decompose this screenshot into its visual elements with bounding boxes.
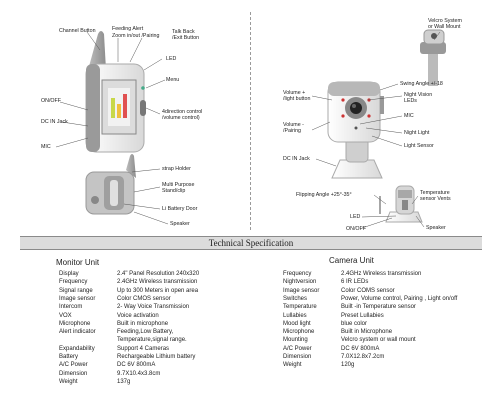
- callout-li-battery-door: Li Battery Door: [162, 206, 198, 212]
- spec-value: 2.4" Panel Resolution 240x320: [117, 271, 200, 277]
- spec-label: Temperature: [283, 304, 317, 311]
- spec-value: Temperature,signal range.: [117, 337, 187, 344]
- spec-value: Color CMOS sensor: [117, 295, 171, 302]
- spec-label: Microphone: [283, 329, 315, 336]
- spec-value: 6 IR LEDs: [341, 279, 369, 286]
- callout-dc-in-jack: DC IN Jack: [41, 119, 68, 125]
- technical-specification-heading: Technical Specification: [20, 236, 482, 250]
- callout-on-off: ON/OFF: [41, 98, 62, 104]
- spec-value: Preset Lullabies: [341, 312, 384, 319]
- spec-value: Feeding,Low Battery,: [117, 329, 174, 336]
- spec-value: Built in microphone: [117, 320, 169, 327]
- spec-label: Frequency: [283, 271, 312, 277]
- spec-label: Signal range: [59, 287, 93, 294]
- callout-night-vision-leds: LEDs: [404, 98, 417, 104]
- callout-light-button: /light button: [283, 96, 311, 102]
- monitor-back-illustration: [85, 154, 136, 215]
- callout-volume-plus: Volume +: [283, 90, 306, 96]
- callout-sensor-vents: sensor Vents: [420, 196, 451, 202]
- camera-unit-title: Camera Unit: [329, 256, 374, 265]
- callout-flipping-angle: Flipping Angle +25°-35°: [296, 192, 352, 198]
- callout-led: LED: [166, 56, 177, 62]
- callout-light-sensor: Light Sensor: [404, 143, 434, 149]
- callout-4direction-control: 4direction control: [162, 109, 203, 115]
- spec-label: Battery: [59, 354, 79, 360]
- spec-value: Up to 300 Meters in open area: [117, 287, 199, 294]
- spec-label: Mood light: [283, 320, 311, 327]
- spec-value: Support 4 Cameras: [117, 345, 170, 352]
- spec-label: Nightversion: [283, 279, 317, 286]
- callout-multi-purpose: Multi Purpose: [162, 182, 195, 188]
- callout-wall-mount: or Wall Mount: [428, 24, 461, 30]
- spec-label: VOX: [59, 312, 72, 319]
- spec-value: Built -in Temperature sensor: [341, 304, 416, 311]
- callout-feeding-alert: Feeding Alert: [112, 26, 144, 32]
- spec-value: 2.4GHz Wireless transmission: [117, 279, 198, 286]
- spec-label: Weight: [283, 362, 302, 369]
- spec-label: A/C Power: [59, 362, 88, 369]
- callout-camera-on-off: ON/OFF: [346, 226, 367, 232]
- callout-channel-button: Channel Button: [59, 28, 96, 34]
- callout-exit-button: /Exit Button: [172, 35, 200, 41]
- spec-label: A/C Power: [283, 345, 312, 352]
- spec-label: Alert indicator: [59, 329, 96, 336]
- spec-value: Built in Microphone: [341, 329, 393, 336]
- spec-label: Microphone: [59, 320, 91, 327]
- spec-value: Velcro system or wall mount: [341, 337, 416, 344]
- callout-swing-angle: Swing Angle +/-18: [400, 81, 443, 87]
- callout-camera-mic: MIC: [404, 113, 414, 119]
- monitor-unit-title: Monitor Unit: [56, 258, 100, 267]
- spec-label: Mounting: [283, 337, 308, 344]
- spec-label: Expandability: [59, 345, 95, 352]
- spec-value: Color COMS sensor: [341, 287, 395, 294]
- spec-label: Display: [59, 271, 79, 277]
- spec-value: 2- Way Voice Transmission: [117, 304, 190, 311]
- spec-value: 2.4GHz Wireless transmission: [341, 271, 422, 277]
- spec-label: Dimension: [283, 354, 312, 360]
- callout-camera-dc-in-jack: DC IN Jack: [283, 156, 310, 162]
- callout-zoom-pairing: Zoom in/out /Pairing: [112, 33, 160, 39]
- callout-volume-minus: Volume -: [283, 122, 304, 128]
- section-divider: [250, 12, 251, 230]
- spec-label: Switches: [283, 295, 308, 302]
- callout-strap-holder: strap Holder: [162, 166, 191, 172]
- callout-pairing: /Pairing: [283, 128, 301, 134]
- spec-value: 9.7X10.4x3.8cm: [117, 370, 161, 377]
- spec-value: DC 6V 800mA: [341, 345, 380, 352]
- spec-label: Image sensor: [59, 295, 96, 302]
- callout-night-vision: Night Vision: [404, 92, 433, 98]
- callout-stand-clip: Stand/clip: [162, 188, 186, 194]
- spec-value: blue color: [341, 320, 368, 327]
- callout-camera-speaker: Speaker: [426, 225, 446, 231]
- callout-mic: MIC: [41, 144, 51, 150]
- spec-value: 120g: [341, 362, 355, 369]
- callout-menu: Menu: [166, 77, 180, 83]
- spec-label: Lullabies: [283, 312, 307, 319]
- spec-value: 7.0X12.8x7.2cm: [341, 354, 385, 360]
- wall-mount-illustration: [420, 29, 446, 86]
- callout-talk-back: Talk Back: [172, 29, 195, 35]
- spec-value: Rechargeable Lithium battery: [117, 354, 196, 360]
- callout-camera-led: LED: [350, 214, 361, 220]
- callout-temperature: Temperature: [420, 190, 450, 196]
- callout-volume-control: /volume control): [162, 115, 200, 121]
- spec-label: Image sensor: [283, 287, 320, 294]
- spec-value: Voice activation: [117, 312, 159, 319]
- spec-value: DC 6V 800mA: [117, 362, 156, 369]
- camera-front-illustration: [327, 81, 384, 179]
- spec-label: Weight: [59, 378, 78, 385]
- monitor-front-illustration: [85, 31, 146, 153]
- spec-label: Frequency: [59, 279, 88, 286]
- spec-value: Power, Volume control, Pairing , Light o…: [341, 295, 458, 302]
- callout-speaker: Speaker: [170, 221, 190, 227]
- callout-velcro-system: Velcro System: [428, 18, 462, 24]
- callout-night-light: Night Light: [404, 130, 430, 136]
- spec-label: Intercom: [59, 304, 83, 311]
- spec-label: Dimension: [59, 370, 88, 377]
- camera-back-illustration: [379, 185, 423, 223]
- spec-value: 137g: [117, 378, 131, 385]
